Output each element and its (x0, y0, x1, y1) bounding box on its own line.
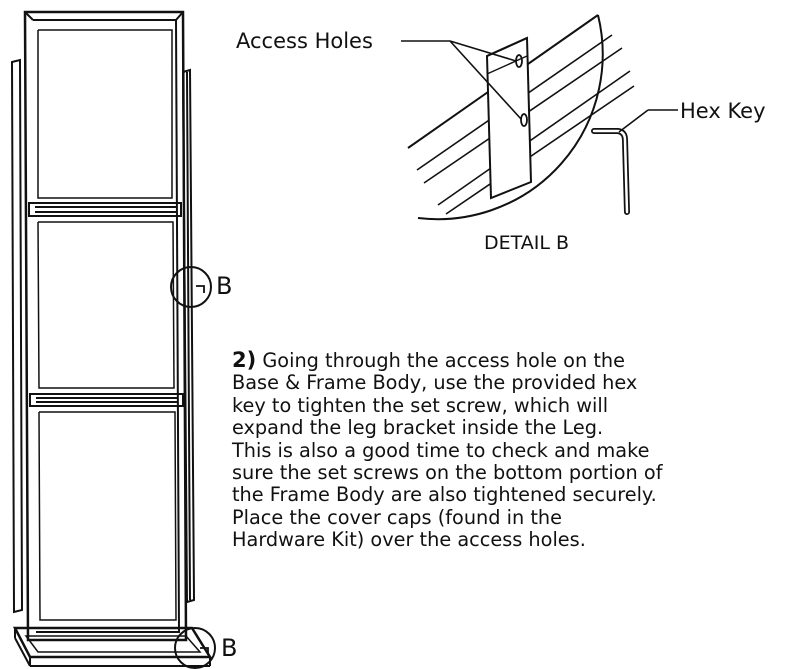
step-2-instruction: 2) Going through the access hole on the … (232, 349, 784, 552)
instruction-line-text: Going through the access hole on the (262, 349, 625, 372)
callout-circle-upper (170, 266, 212, 308)
access-holes-label: Access Holes (236, 29, 373, 53)
step-number: 2) (232, 348, 257, 372)
hex-key-leader (618, 109, 678, 133)
detail-b-caption: DETAIL B (484, 232, 570, 254)
frame-body (10, 10, 213, 667)
instruction-line: expand the leg bracket inside the Leg. (232, 416, 604, 440)
instruction-line: Hardware Kit) over the access holes. (232, 528, 586, 552)
instruction-line: the Frame Body are also tightened secure… (232, 483, 657, 507)
access-holes-leader (401, 40, 522, 120)
instruction-line: Base & Frame Body, use the provided hex (232, 371, 638, 395)
detail-b-view (407, 14, 635, 221)
instruction-line: Place the cover caps (found in the (232, 505, 562, 529)
instruction-line: sure the set screws on the bottom portio… (232, 461, 663, 485)
hex-key-illustration (591, 128, 630, 215)
callout-upper-letter: B (216, 272, 233, 300)
instruction-line: This is also a good time to check and ma… (232, 438, 650, 462)
instruction-line: 2) Going through the access hole on the (232, 349, 784, 372)
hex-key-label: Hex Key (680, 99, 766, 123)
instruction-line: key to tighten the set screw, which will (232, 393, 609, 417)
callout-circle-lower (174, 627, 216, 669)
callout-lower-letter: B (221, 634, 238, 662)
